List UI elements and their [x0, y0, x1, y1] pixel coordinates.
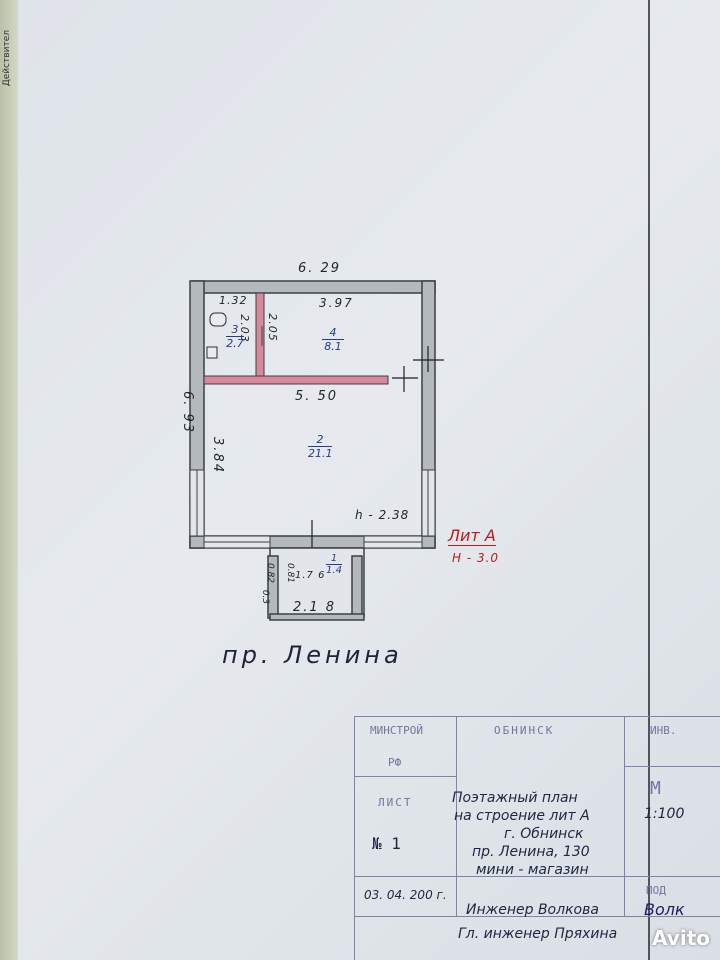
street-name: пр. Ленина — [222, 641, 403, 669]
room-3-label: 3 2.7 — [226, 323, 244, 350]
stamp-title-4: пр. Ленина, 130 — [472, 844, 590, 860]
room-3-number: 3 — [226, 323, 244, 337]
room-4-label: 4 8.1 — [322, 326, 344, 353]
stamp-title-5: мини - магазин — [476, 862, 589, 878]
sink-icon — [206, 346, 218, 359]
stamp-inventory: ИНВ. — [650, 724, 677, 737]
wall-top — [191, 280, 436, 294]
drawing-frame-line — [648, 0, 650, 960]
dim-left-height: 6. 93 — [180, 390, 196, 435]
stamp-date: 03. 04. 200 г. — [364, 888, 447, 902]
room-3-area: 2.7 — [226, 337, 244, 350]
dim-porch-inner: 1.7 6 — [295, 570, 326, 581]
stamp-scale-label: М — [650, 778, 661, 799]
building-height: Н - 3.0 — [452, 551, 500, 565]
room-2-number: 2 — [308, 433, 332, 447]
stamp-scale: 1:100 — [644, 806, 685, 822]
dim-room3-width: 1.32 — [219, 294, 248, 307]
dim-porch-width: 2.1 8 — [293, 600, 337, 615]
dim-room-height: h - 2.38 — [355, 508, 410, 522]
dim-porch-h1: 0.82 — [265, 562, 276, 584]
partition-vertical — [255, 292, 265, 377]
dim-porch-h2: 0.81 — [285, 562, 296, 584]
stamp-chief-engineer: Гл. инженер Пряхина — [458, 926, 618, 942]
stamp-title-1: Поэтажный план — [452, 790, 578, 806]
stamp-sheet-label: ЛИСТ — [378, 796, 413, 809]
stamp-sheet-number: № 1 — [372, 834, 401, 853]
room-1-number: 1 — [326, 553, 342, 565]
stamp-country: РФ — [388, 756, 402, 769]
room-2-label: 2 21.1 — [308, 433, 333, 460]
room-4-area: 8.1 — [324, 340, 342, 353]
dim-room2-width: 5. 50 — [295, 389, 339, 404]
stamp-city-header: ОБНИНСК — [494, 724, 555, 737]
building-letter: Лит А — [448, 526, 496, 546]
partition-horizontal — [203, 375, 389, 385]
room-4-number: 4 — [322, 326, 344, 340]
room-1-area: 1.4 — [326, 565, 342, 576]
toilet-icon — [209, 312, 227, 327]
dim-porch-small: 0.3 — [260, 589, 271, 605]
stamp-title-2: на строение лит А — [454, 808, 590, 824]
stamp-engineer: Инженер Волкова — [466, 902, 599, 918]
stamp-sign-label: ПОД — [646, 884, 666, 897]
stamp-signature: Волк — [644, 900, 685, 919]
room-1-label: 1 1.4 — [326, 553, 342, 576]
stamp-title-3: г. Обнинск — [504, 826, 584, 842]
dim-top-width: 6. 29 — [298, 261, 342, 276]
dim-room4-height: 2.05 — [265, 313, 279, 342]
watermark-logo: Avito — [652, 926, 710, 950]
stamp-ministry: МИНСТРОЙ — [370, 724, 423, 737]
title-block: МИНСТРОЙ РФ ОБНИНСК ИНВ. ЛИСТ № 1 М 1:10… — [354, 716, 720, 960]
room-2-area: 21.1 — [308, 447, 333, 460]
dim-room4-width: 3.97 — [319, 296, 354, 310]
dim-room2-height: 3.84 — [209, 437, 225, 474]
document-sheet — [18, 0, 720, 960]
